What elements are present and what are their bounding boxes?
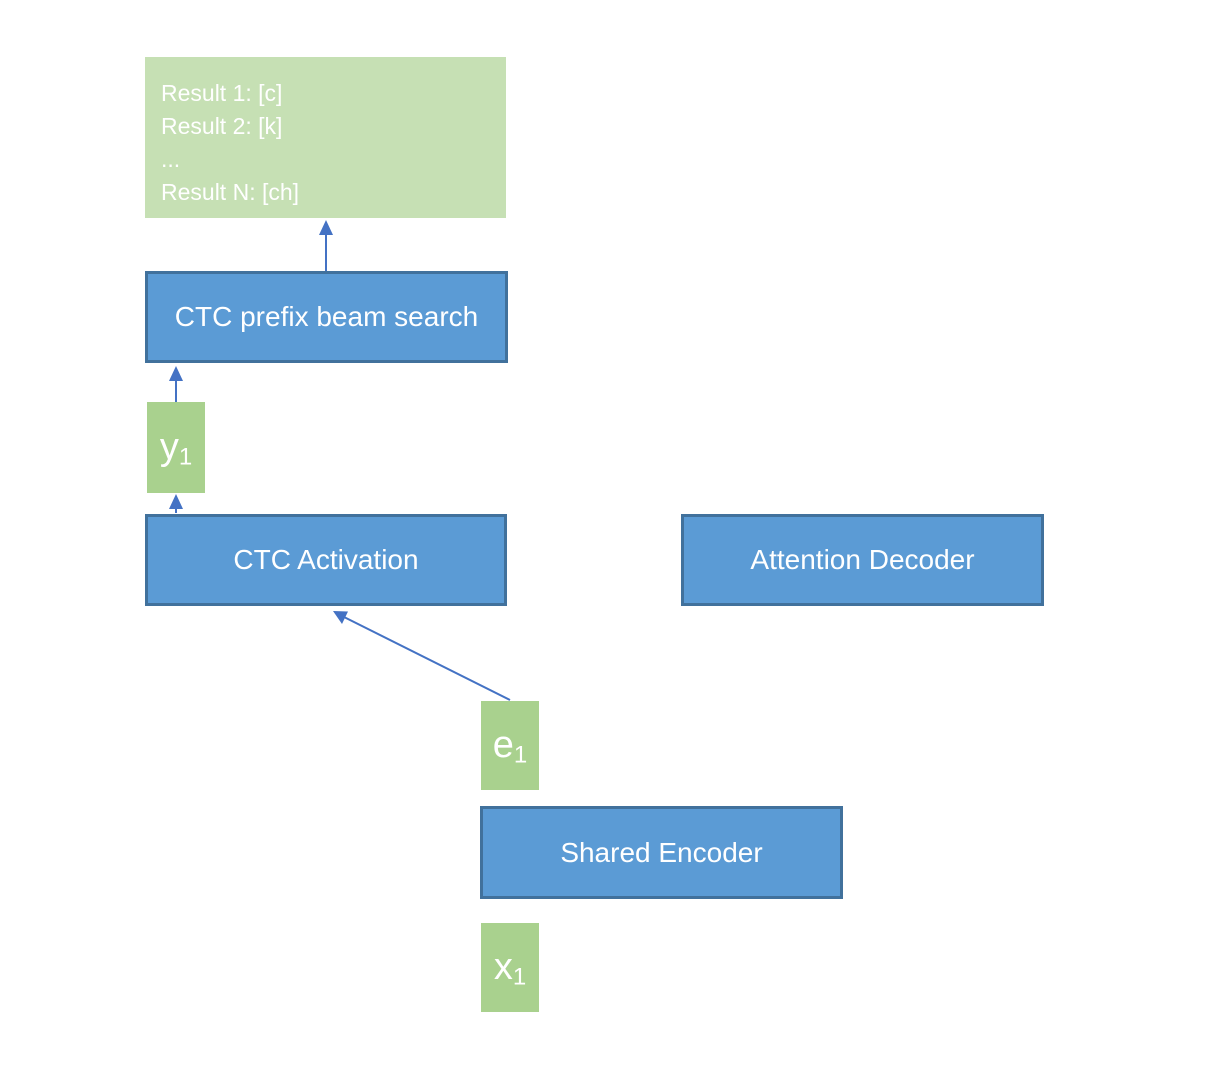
- arrow-activation-to-y1: [169, 494, 183, 513]
- node-shared-encoder: Shared Encoder: [480, 806, 843, 899]
- token-subscript: 1: [512, 963, 527, 991]
- results-box: Result 1: [c] Result 2: [k] ... Result N…: [145, 57, 506, 218]
- token-base: x: [493, 946, 513, 988]
- node-y1: y1: [147, 402, 205, 493]
- token-label: x1: [494, 946, 526, 989]
- node-attention-decoder: Attention Decoder: [681, 514, 1044, 606]
- arrow-prefix-to-results: [319, 220, 333, 271]
- token-label: y1: [160, 426, 192, 469]
- result-line: Result 2: [k]: [161, 113, 283, 139]
- token-label: e1: [493, 724, 528, 767]
- node-e1: e1: [481, 701, 539, 790]
- token-subscript: 1: [513, 741, 528, 769]
- arrow-y1-to-prefix: [169, 366, 183, 402]
- node-ctc-prefix-beam-search: CTC prefix beam search: [145, 271, 508, 363]
- node-ctc-activation: CTC Activation: [145, 514, 507, 606]
- result-line: ...: [161, 146, 181, 172]
- node-x1: x1: [481, 923, 539, 1012]
- token-base: y: [159, 426, 179, 468]
- token-subscript: 1: [178, 443, 193, 471]
- result-line: Result 1: [c]: [161, 80, 283, 106]
- token-base: e: [492, 724, 514, 766]
- result-line: Result N: [ch]: [161, 179, 300, 205]
- arrow-e1-to-activation: [333, 611, 511, 701]
